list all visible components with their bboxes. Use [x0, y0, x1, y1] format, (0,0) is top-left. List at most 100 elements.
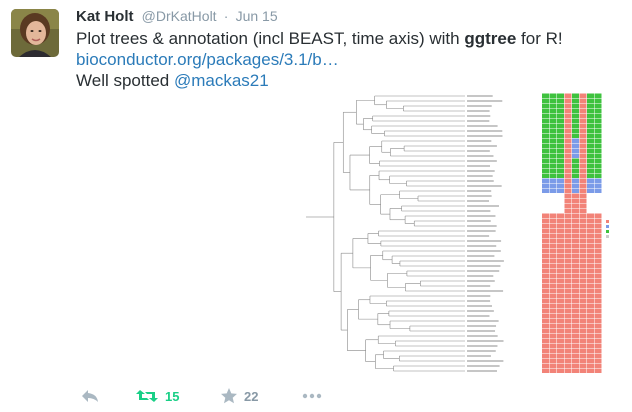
heatmap-cell: [564, 158, 572, 163]
heatmap-cell: [542, 203, 549, 208]
heatmap-cell: [594, 333, 602, 338]
heatmap-cell: [587, 333, 594, 338]
heatmap-cell: [549, 273, 557, 278]
heatmap-cell: [564, 93, 572, 98]
heatmap-cell: [549, 143, 557, 148]
separator-dot: ·: [223, 8, 229, 24]
heatmap-cell: [542, 278, 549, 283]
heatmap-cell: [549, 323, 557, 328]
tip-label: [467, 100, 503, 102]
heatmap-cell: [542, 113, 549, 118]
tip-label: [467, 110, 490, 112]
heatmap-cell: [579, 103, 587, 108]
heatmap-cell: [579, 253, 587, 258]
tip-label: [467, 355, 491, 357]
heatmap-cell: [549, 113, 557, 118]
heatmap-cell: [557, 323, 564, 328]
tip-label: [467, 130, 503, 132]
heatmap-cell: [594, 338, 602, 343]
tip-label: [467, 190, 492, 192]
heatmap-cell: [579, 313, 587, 318]
heatmap-cell: [587, 308, 594, 313]
heatmap-cell: [572, 128, 579, 133]
author-handle[interactable]: @DrKatHolt: [141, 8, 217, 24]
heatmap-cell: [572, 223, 579, 228]
heatmap-cell: [542, 298, 549, 303]
legend-swatch: [606, 230, 609, 233]
heatmap-cell: [557, 318, 564, 323]
tweet-timestamp[interactable]: Jun 15: [235, 8, 278, 24]
heatmap-cell: [564, 98, 572, 103]
heatmap-cell: [542, 253, 549, 258]
heatmap-cell: [579, 348, 587, 353]
tip-label: [467, 270, 500, 272]
heatmap-cell: [587, 223, 594, 228]
heatmap-cell: [579, 283, 587, 288]
heatmap-cell: [572, 268, 579, 273]
heatmap-cell: [564, 183, 572, 188]
heatmap-cell: [594, 193, 602, 198]
heatmap-cell: [564, 233, 572, 238]
heatmap-cell: [557, 93, 564, 98]
heatmap-cell: [594, 113, 602, 118]
tweet-line-3: Well spotted @mackas21: [76, 70, 621, 91]
heatmap-cell: [549, 118, 557, 123]
heatmap-cell: [594, 238, 602, 243]
heatmap-cell: [594, 128, 602, 133]
more-options-button[interactable]: [302, 384, 322, 408]
heatmap-cell: [542, 208, 549, 213]
tweet-link[interactable]: bioconductor.org/packages/3.1/b…: [76, 50, 339, 69]
heatmap-cell: [579, 133, 587, 138]
tip-label: [467, 220, 491, 222]
heatmap-cell: [587, 328, 594, 333]
reply-button[interactable]: [80, 384, 100, 408]
heatmap-cell: [549, 138, 557, 143]
heatmap-cell: [594, 228, 602, 233]
heatmap-cell: [557, 283, 564, 288]
heatmap-cell: [549, 183, 557, 188]
author-name[interactable]: Kat Holt: [76, 8, 134, 25]
attached-image-tree-heatmap[interactable]: [300, 92, 620, 384]
heatmap-cell: [579, 338, 587, 343]
heatmap-cell: [542, 263, 549, 268]
heatmap-cell: [549, 153, 557, 158]
heatmap-cell: [587, 203, 594, 208]
heatmap-cell: [594, 248, 602, 253]
heatmap-cell: [564, 163, 572, 168]
heatmap-cell: [549, 128, 557, 133]
heatmap-cell: [587, 253, 594, 258]
heatmap-cell: [564, 128, 572, 133]
heatmap-cell: [579, 118, 587, 123]
heatmap-cell: [594, 253, 602, 258]
heatmap-cell: [564, 303, 572, 308]
favorite-button[interactable]: 22: [220, 384, 258, 408]
retweet-button[interactable]: 15: [135, 384, 179, 408]
heatmap-cell: [549, 168, 557, 173]
mention-link[interactable]: @mackas21: [173, 71, 269, 90]
heatmap-cell: [579, 333, 587, 338]
tip-label: [467, 340, 504, 342]
heatmap-cell: [542, 218, 549, 223]
heatmap-cell: [579, 228, 587, 233]
heatmap-cell: [594, 93, 602, 98]
heatmap-cell: [594, 223, 602, 228]
heatmap-cell: [564, 358, 572, 363]
heatmap-cell: [542, 238, 549, 243]
heatmap-cell: [557, 208, 564, 213]
heatmap-cell: [557, 353, 564, 358]
heatmap-cell: [549, 368, 557, 373]
heatmap-cell: [564, 288, 572, 293]
heatmap-cell: [579, 358, 587, 363]
heatmap-cell: [587, 103, 594, 108]
heatmap-cell: [594, 328, 602, 333]
avatar[interactable]: [11, 9, 59, 57]
heatmap-cell: [579, 213, 587, 218]
heatmap-cell: [579, 278, 587, 283]
heatmap-cell: [594, 278, 602, 283]
heatmap-cell: [564, 193, 572, 198]
heatmap-cell: [549, 223, 557, 228]
heatmap-cell: [579, 328, 587, 333]
heatmap-cell: [564, 153, 572, 158]
heatmap-cell: [594, 283, 602, 288]
tweet-line-1: Plot trees & annotation (incl BEAST, tim…: [76, 28, 621, 49]
